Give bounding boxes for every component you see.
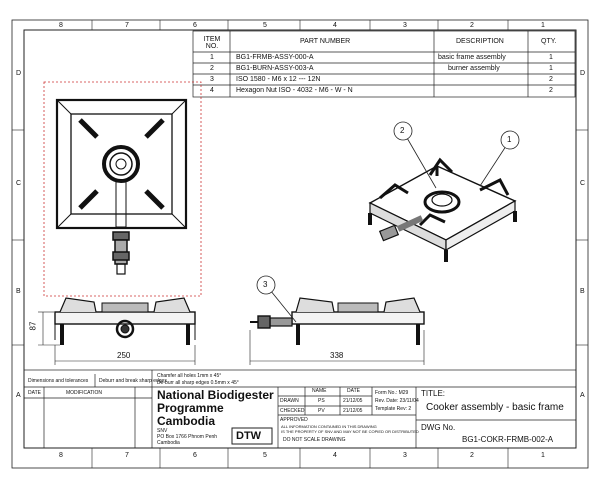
bom-item: 2 [210, 65, 214, 72]
checked-date: 21/12/05 [343, 408, 363, 414]
disclaimer-line2: IS THE PROPERTY OF SNV AND MAY NOT BE CO… [281, 429, 419, 434]
selection-box [43, 81, 202, 297]
surface-note: Chamfer all holes 1mm x 45° [157, 373, 222, 379]
scale-note: DO NOT SCALE DRAWING [283, 437, 346, 443]
edge-note: De-burr all sharp edges 0.5mm x 45° [157, 380, 239, 386]
dim-width-front: 250 [117, 351, 131, 360]
dim-width-side: 338 [330, 351, 344, 360]
org-line1: National Biodigester [157, 388, 274, 402]
checked-label: CHECKED [280, 408, 305, 414]
date-col2: DATE [347, 388, 360, 394]
bom-qty: 2 [549, 76, 553, 83]
zone-label: D [16, 70, 22, 77]
dwg-label: DWG No. [421, 423, 456, 432]
bom-desc: burner assembly [448, 65, 500, 72]
zone-label: 5 [263, 452, 267, 459]
zone-label: C [580, 180, 586, 187]
bom-qty: 1 [549, 54, 553, 61]
balloons [256, 121, 520, 323]
disclaimer-line1: ALL INFORMATION CONTAINED IN THIS DRAWIN… [281, 424, 377, 429]
address-line1: SNV [157, 428, 168, 434]
bom-part: BG1-FRMB-ASSY-000-A [236, 54, 314, 61]
company-logo: DTW [236, 430, 262, 442]
balloon-label: 2 [400, 126, 405, 135]
zone-label: 4 [333, 452, 337, 459]
zone-label: 6 [193, 452, 197, 459]
front-view [54, 297, 196, 345]
approved-label: APPROVED [280, 417, 308, 423]
drawn-label: DRAWN [280, 398, 299, 404]
bom-part: BG1-BURN-ASSY-003-A [236, 65, 314, 72]
drawing-title: Cooker assembly - basic frame [426, 402, 564, 413]
zone-label: 6 [193, 22, 197, 29]
bom-header-desc: DESCRIPTION [456, 38, 504, 45]
bom-item: 1 [210, 54, 214, 61]
zone-ticks [12, 20, 588, 468]
drawn-date: 21/12/05 [343, 398, 363, 404]
bill-of-materials [192, 30, 576, 98]
zone-label: B [16, 288, 21, 295]
zone-label: 2 [470, 452, 474, 459]
top-view [55, 98, 188, 275]
modification-col: MODIFICATION [66, 390, 103, 396]
bom-desc: basic frame assembly [438, 54, 506, 61]
zone-label: 7 [125, 452, 129, 459]
checked-name: PV [318, 408, 325, 414]
zone-label: 5 [263, 22, 267, 29]
bom-qty: 2 [549, 87, 553, 94]
bom-item: 3 [210, 76, 214, 83]
drawn-name: PS [318, 398, 325, 404]
dim-height: 87 [28, 321, 38, 331]
address-line2: PO Box 1766 Phnom Penh [157, 434, 218, 440]
dwg-number: BG1-COKR-FRMB-002-A [462, 435, 554, 444]
zone-label: 8 [59, 452, 63, 459]
zone-label: 7 [125, 22, 129, 29]
org-line2: Programme [157, 401, 224, 415]
zone-label: C [16, 180, 22, 187]
zone-label: 3 [403, 22, 407, 29]
bom-part: Hexagon Nut ISO - 4032 - M6 - W - N [236, 87, 353, 94]
zone-label: B [580, 288, 585, 295]
zone-label: 1 [541, 452, 545, 459]
balloon-label: 1 [507, 135, 512, 144]
zone-label: 1 [541, 22, 545, 29]
date-col: DATE [28, 390, 41, 396]
title-label: TITLE: [421, 389, 446, 398]
balloon-label: 3 [263, 280, 268, 289]
bom-item: 4 [210, 87, 214, 94]
deburr-label: Deburr and break sharp edges [99, 378, 167, 384]
zone-label: A [16, 392, 21, 399]
zone-label: A [580, 392, 585, 399]
side-view [250, 297, 425, 345]
bom-header-qty: QTY. [541, 38, 557, 45]
isometric-view [368, 157, 517, 262]
zone-label: 4 [333, 22, 337, 29]
bom-header-part: PART NUMBER [300, 38, 351, 45]
dimension-lines [38, 311, 425, 365]
address-line3: Cambodia [157, 440, 180, 446]
title-block [23, 369, 577, 449]
template-rev: Template Rev: 2 [375, 406, 412, 412]
zone-label: 2 [470, 22, 474, 29]
zone-label: D [580, 70, 586, 77]
form-no: Form No.: M29 [375, 390, 409, 396]
bom-part: ISO 1580 - M6 x 12 --- 12N [236, 76, 321, 83]
org-line3: Cambodia [157, 414, 216, 428]
finish-label: Dimensions and tolerances [28, 378, 89, 384]
zone-label: 8 [59, 22, 63, 29]
rev-date: Rev. Date: 23/11/04 [375, 398, 419, 404]
name-col: NAME [312, 388, 327, 394]
zone-label: 3 [403, 452, 407, 459]
bom-header-item: ITEM NO. [203, 36, 221, 50]
bom-qty: 1 [549, 65, 553, 72]
